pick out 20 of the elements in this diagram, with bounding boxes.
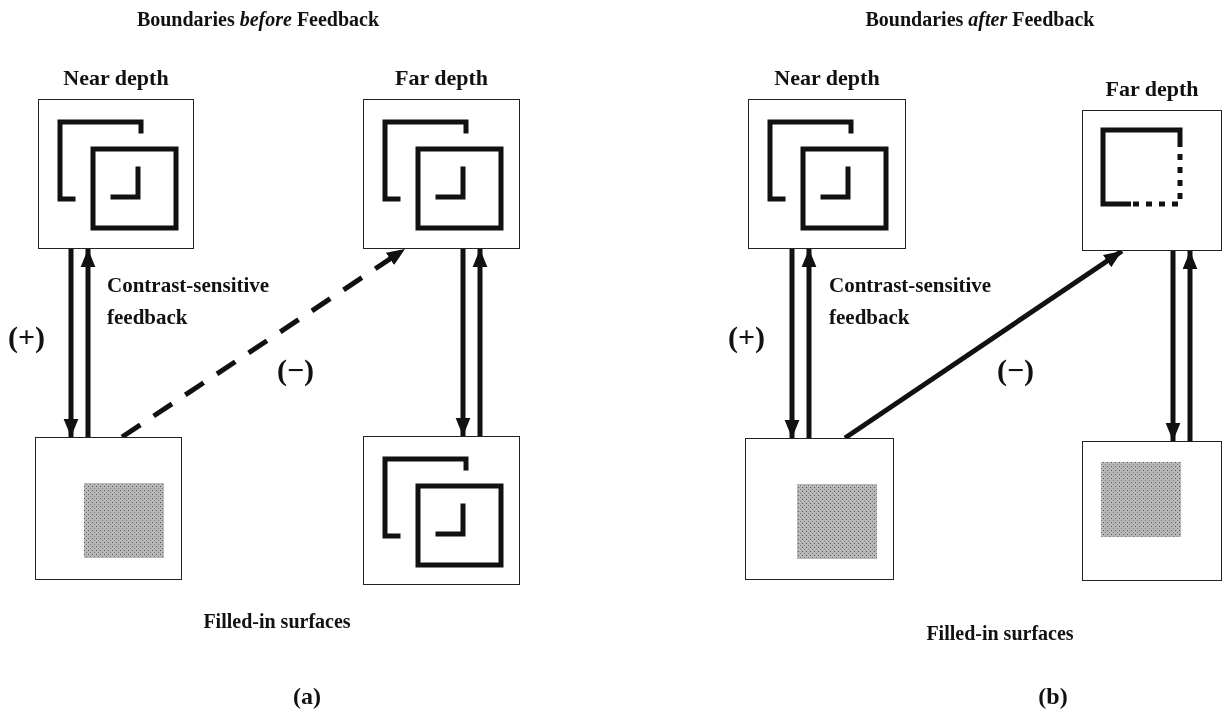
arrow [784,249,800,438]
annotation-text: Contrast-sensitive feedback [829,272,993,331]
arrow [80,249,96,437]
annotation-text: Contrast-sensitive feedback [107,272,271,331]
panel-letter: (b) [1038,683,1068,709]
caption-text: Filled-in surfaces [926,622,1074,644]
arrow [63,249,79,437]
section-heading: Boundaries after Feedback [865,8,1095,30]
arrow [455,249,471,436]
depth-heading: Far depth [1104,76,1200,102]
depth-heading: Near depth [62,65,170,91]
depth-heading: Far depth [393,65,490,91]
caption-text: Filled-in surfaces [203,610,351,632]
section-heading: Boundaries before Feedback [136,8,380,30]
arrow [1165,251,1181,441]
arrow [472,249,488,436]
arrow [1182,251,1198,441]
arrow [801,249,817,438]
panel-letter: (a) [293,683,321,709]
depth-heading: Near depth [773,65,881,91]
